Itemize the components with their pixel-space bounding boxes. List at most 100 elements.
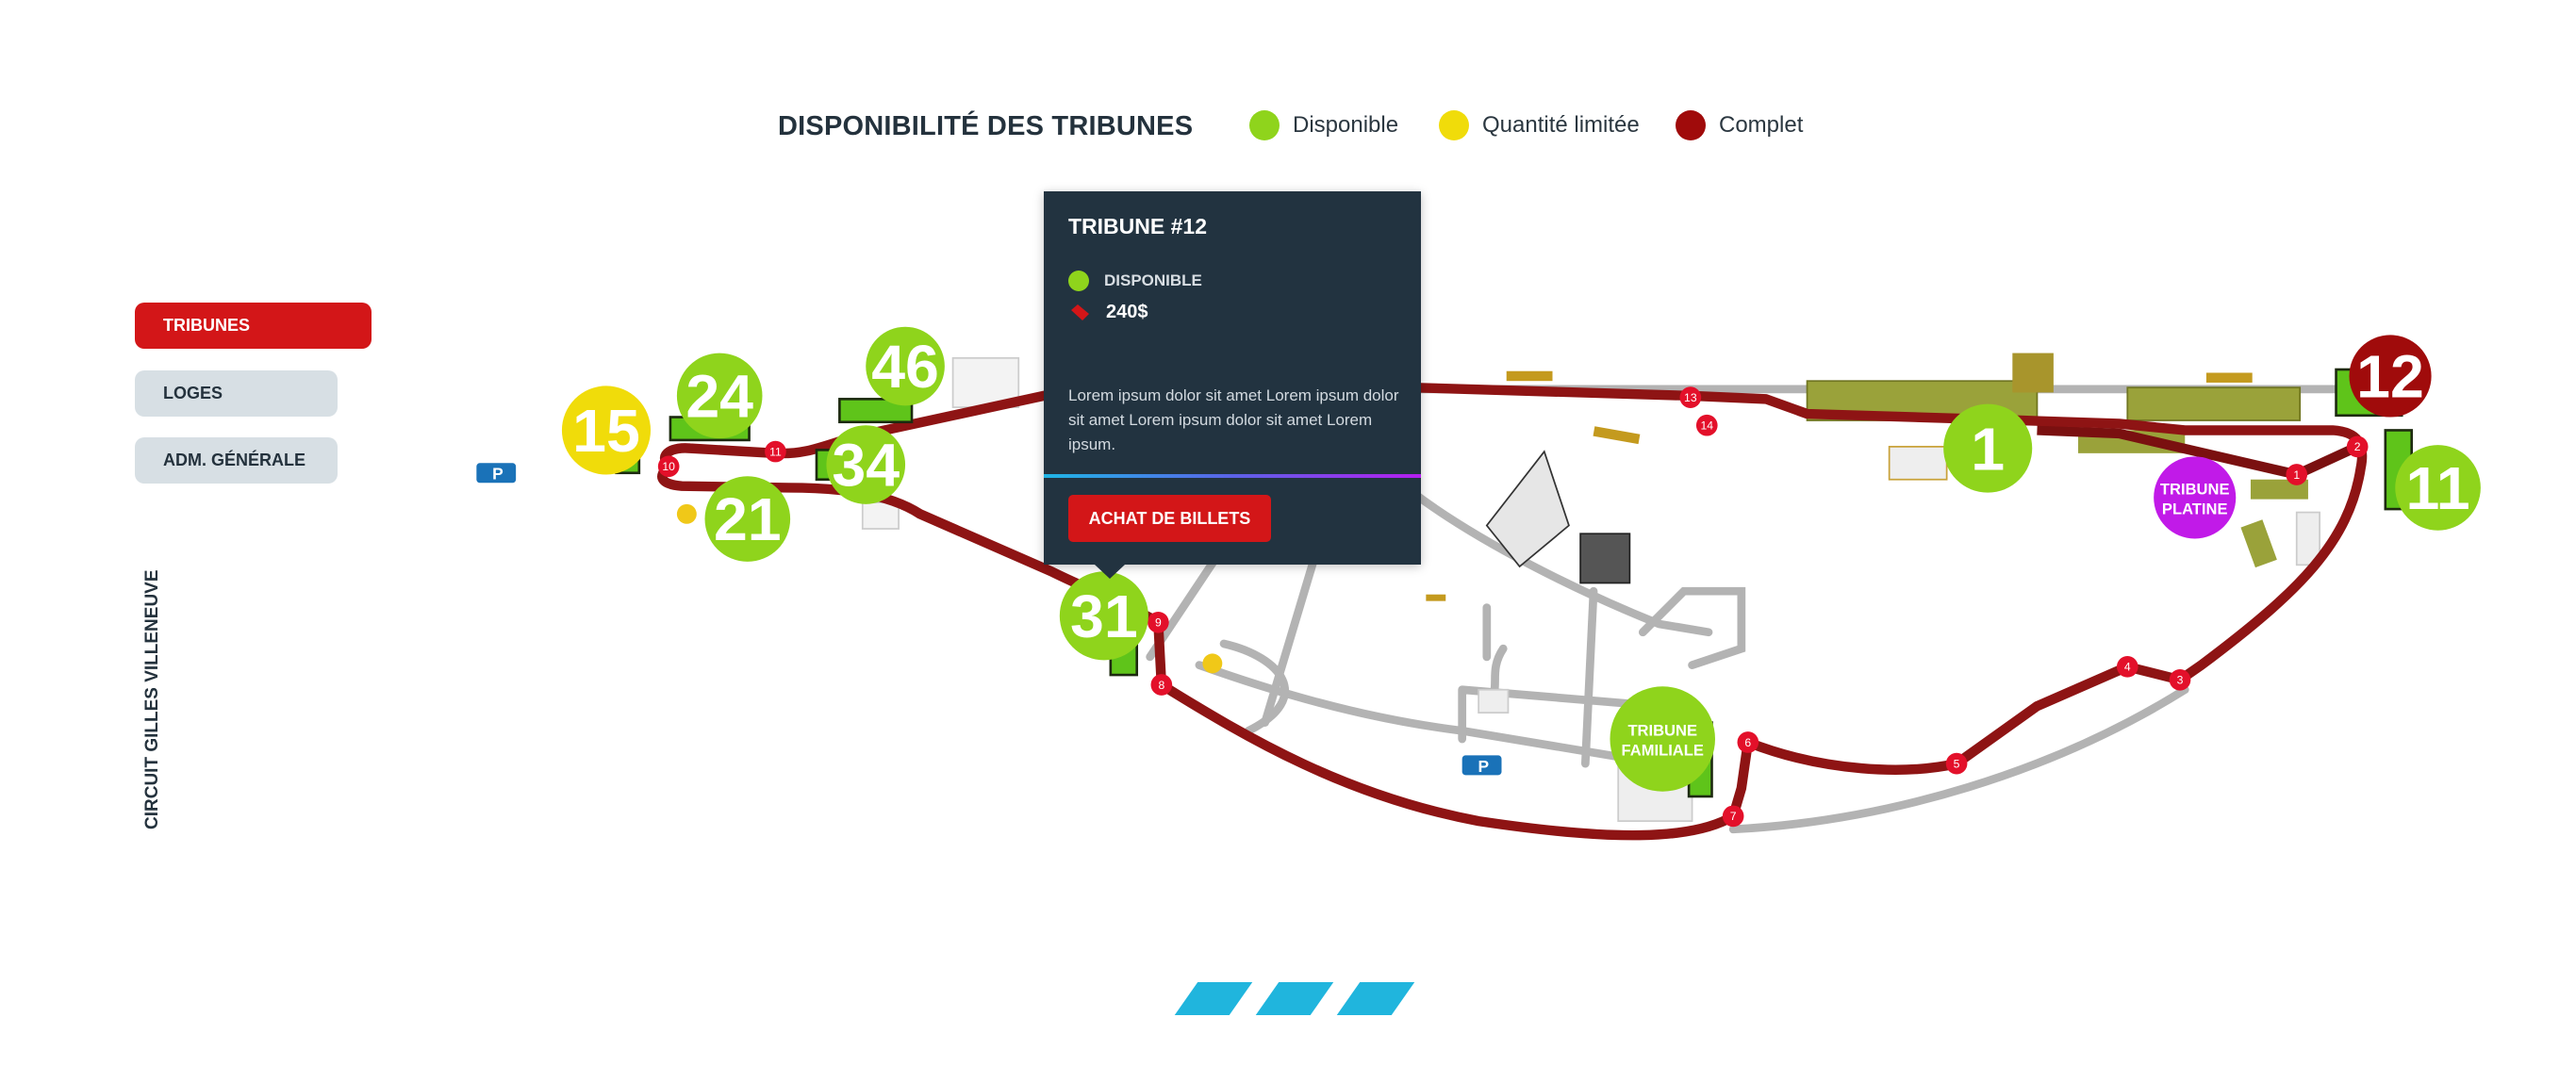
turn-marker-circle bbox=[657, 455, 680, 478]
buy-tickets-button[interactable]: ACHAT DE BILLETS bbox=[1068, 495, 1271, 542]
legend-limited: Quantité limitée bbox=[1439, 110, 1640, 140]
stand-marker-circle[interactable] bbox=[2154, 456, 2237, 539]
turn-marker-circle bbox=[1695, 414, 1718, 436]
stand-number: 12 bbox=[2356, 343, 2424, 411]
turn-number: 9 bbox=[1155, 616, 1162, 630]
tooltip-status: DISPONIBLE bbox=[1068, 271, 1202, 291]
turn-marker-circle bbox=[765, 440, 786, 463]
gradient-divider bbox=[1044, 474, 1421, 478]
legend-available: Disponible bbox=[1249, 110, 1398, 140]
turn-number: 10 bbox=[662, 460, 675, 473]
stand-marker-circle[interactable] bbox=[561, 386, 652, 475]
stand-marker[interactable]: 11 bbox=[2395, 445, 2481, 531]
turn-marker-circle bbox=[1679, 386, 1702, 408]
accessible-parking-center: P bbox=[1461, 755, 1502, 776]
full-dot-icon bbox=[1676, 110, 1706, 140]
stand-marker[interactable]: 31 bbox=[1059, 571, 1148, 661]
legend-label: Disponible bbox=[1293, 112, 1399, 138]
stand-marker-circle[interactable] bbox=[704, 476, 791, 562]
tooltip-title: TRIBUNE #12 bbox=[1068, 214, 1207, 238]
stand-marker-circle[interactable] bbox=[2395, 445, 2481, 531]
turn-number: 14 bbox=[1700, 419, 1713, 433]
stand-marker[interactable]: 12 bbox=[2349, 335, 2432, 418]
turn-number: 5 bbox=[1954, 757, 1960, 770]
pit-lane bbox=[2037, 425, 2360, 480]
stand-marker[interactable]: 21 bbox=[704, 476, 791, 562]
stand-number: 1 bbox=[1971, 415, 2005, 483]
stand-marker[interactable]: 34 bbox=[826, 425, 906, 504]
track bbox=[657, 382, 2368, 841]
parking-label: P bbox=[492, 465, 504, 484]
turn-number: 2 bbox=[2354, 440, 2361, 453]
status-dot-icon bbox=[1068, 271, 1089, 291]
turn-number: 8 bbox=[1158, 679, 1164, 692]
stand-tooltip: TRIBUNE #12 DISPONIBLE 240$ Lorem ipsum … bbox=[1044, 191, 1421, 579]
turn-number: 13 bbox=[1684, 391, 1697, 404]
stand-marker-circle[interactable] bbox=[1943, 403, 2033, 493]
stand-marker-circle[interactable] bbox=[1059, 571, 1148, 661]
wheelchair-icon bbox=[676, 503, 697, 524]
stand-number: 21 bbox=[714, 485, 782, 553]
turn-marker-circle bbox=[1737, 731, 1759, 753]
stand-number: 34 bbox=[832, 432, 900, 500]
stand-marker-circle[interactable] bbox=[2349, 335, 2432, 418]
turn-number: 1 bbox=[2293, 468, 2300, 482]
turn-marker: 3 bbox=[2169, 668, 2191, 691]
stand-number: 24 bbox=[685, 363, 753, 431]
stand-number: 46 bbox=[871, 333, 939, 401]
legend-label: Quantité limitée bbox=[1482, 112, 1640, 138]
ticket-icon bbox=[1071, 304, 1089, 320]
page-title: DISPONIBILITÉ DES TRIBUNES bbox=[778, 111, 1194, 141]
turn-marker: 7 bbox=[1722, 805, 1744, 828]
stand-name: FAMILIALE bbox=[1622, 741, 1704, 759]
turn-marker-circle bbox=[1945, 752, 1968, 775]
turn-marker: 6 bbox=[1737, 731, 1759, 753]
legend-label: Complet bbox=[1719, 112, 1804, 138]
stand-number: 15 bbox=[572, 397, 640, 465]
parking-icon bbox=[1461, 755, 1502, 776]
turn-marker: 8 bbox=[1150, 674, 1173, 696]
tab-adm-generale[interactable]: ADM. GÉNÉRALE bbox=[135, 437, 338, 484]
available-dot-icon bbox=[1249, 110, 1280, 140]
wheelchair-icon bbox=[1202, 653, 1223, 674]
stand-marker[interactable]: 24 bbox=[676, 353, 763, 439]
turn-marker-circle bbox=[1722, 805, 1744, 828]
tab-loges[interactable]: LOGES bbox=[135, 370, 338, 417]
stand-marker-circle[interactable] bbox=[1610, 686, 1715, 792]
stand-number: 11 bbox=[2405, 454, 2469, 522]
turn-marker: 2 bbox=[2346, 435, 2369, 458]
stand-marker-circle[interactable] bbox=[826, 425, 906, 504]
turn-marker: 1 bbox=[2286, 464, 2308, 485]
turn-marker: 9 bbox=[1148, 611, 1169, 633]
stand-name: TRIBUNE bbox=[1627, 722, 1697, 740]
turn-number: 3 bbox=[2177, 674, 2184, 687]
turn-number: 11 bbox=[769, 445, 782, 458]
stand-name: TRIBUNE bbox=[2160, 480, 2230, 498]
stand-marker-circle[interactable] bbox=[676, 353, 763, 439]
stand-marker[interactable]: 15 bbox=[561, 386, 652, 475]
stand-marker[interactable]: 46 bbox=[866, 326, 945, 406]
turn-number: 7 bbox=[1730, 810, 1737, 823]
turn-marker-circle bbox=[2286, 464, 2308, 485]
stand-marker-circle[interactable] bbox=[866, 326, 945, 406]
legend-full: Complet bbox=[1676, 110, 1803, 140]
accessible-parking-left: P bbox=[476, 463, 517, 484]
tab-tribunes[interactable]: TRIBUNES bbox=[135, 303, 372, 349]
limited-dot-icon bbox=[1439, 110, 1469, 140]
race-control-building bbox=[1485, 450, 1570, 568]
parking-icon bbox=[476, 463, 517, 484]
tooltip-description: Lorem ipsum dolor sit amet Lorem ipsum d… bbox=[1068, 386, 1399, 453]
turn-marker: 10 bbox=[657, 455, 680, 478]
turn-number: 6 bbox=[1744, 736, 1751, 749]
turn-marker-circle bbox=[1150, 674, 1173, 696]
tooltip-pointer bbox=[1095, 565, 1125, 579]
turn-marker: 4 bbox=[2116, 656, 2138, 678]
turn-marker-circle bbox=[1148, 611, 1169, 633]
circuit-name: CIRCUIT GILLES VILLENEUVE bbox=[142, 569, 162, 829]
race-track bbox=[657, 382, 2368, 841]
stand-marker[interactable]: 1 bbox=[1943, 403, 2033, 493]
